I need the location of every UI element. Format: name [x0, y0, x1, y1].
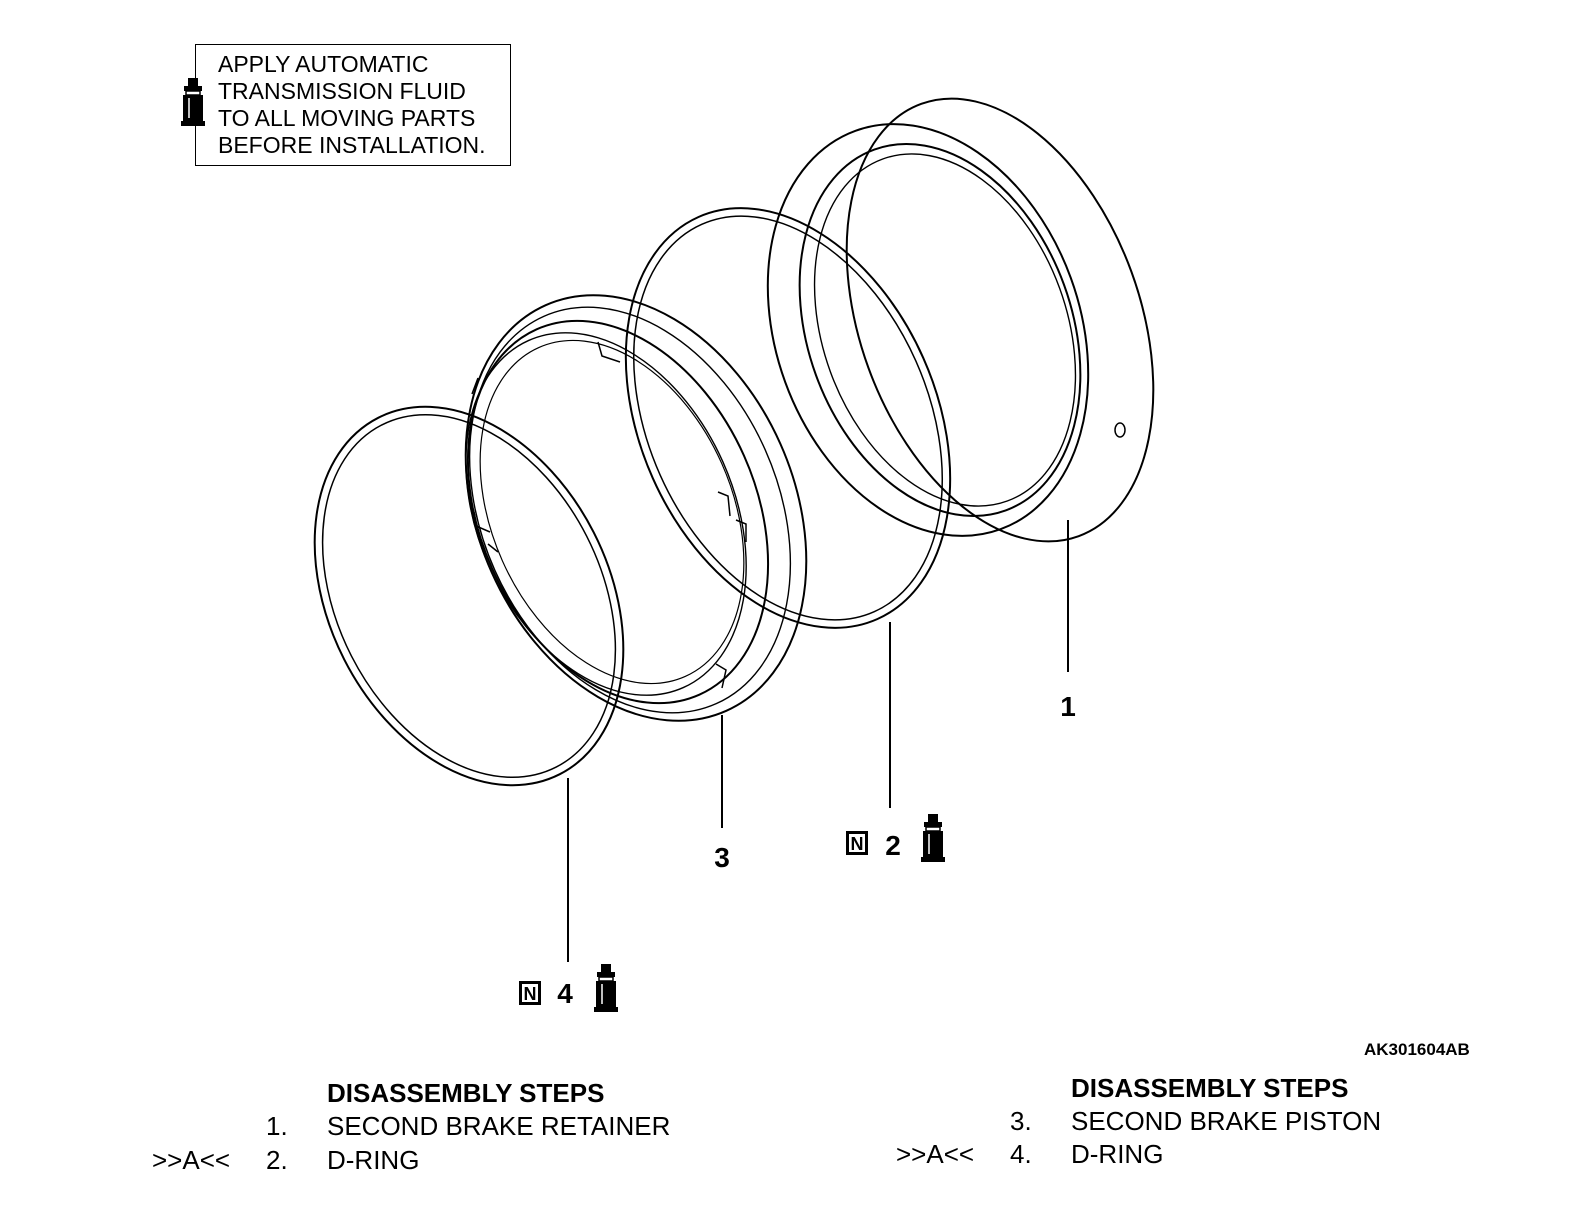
callout-3: 3 — [714, 842, 730, 873]
fluid-bottle-icon — [920, 813, 946, 863]
step-number: 1. — [266, 1111, 288, 1141]
new-part-symbol-4: N — [519, 981, 541, 1005]
callout-4: 4 — [557, 978, 573, 1009]
new-part-letter-2: N — [851, 834, 864, 854]
part-1-second-brake-retainer — [766, 97, 1155, 543]
figure-id: AK301604AB — [1364, 1040, 1470, 1059]
step-number: 4. — [1010, 1139, 1032, 1169]
part-2-d-ring — [624, 207, 952, 629]
fluid-bottle-icon — [180, 77, 206, 127]
step-number: 2. — [266, 1145, 288, 1175]
step-label: SECOND BRAKE PISTON — [1071, 1106, 1382, 1136]
fluid-note-box: APPLY AUTOMATIC TRANSMISSION FLUID TO AL… — [195, 44, 511, 166]
step-label: SECOND BRAKE RETAINER — [327, 1111, 671, 1141]
callout-2: 2 — [885, 830, 901, 861]
new-part-symbol-2: N — [846, 831, 868, 855]
fluid-bottle-icon — [593, 963, 619, 1013]
steps-title: DISASSEMBLY STEPS — [1071, 1073, 1349, 1103]
note-line-1: APPLY AUTOMATIC — [218, 51, 429, 77]
callout-1: 1 — [1060, 691, 1076, 722]
note-line-3: TO ALL MOVING PARTS — [218, 105, 476, 131]
step-label: D-RING — [327, 1145, 420, 1175]
steps-title: DISASSEMBLY STEPS — [327, 1078, 605, 1108]
part-3-second-brake-piston — [464, 294, 808, 722]
note-line-2: TRANSMISSION FLUID — [218, 78, 466, 104]
part-4-d-ring — [313, 405, 625, 787]
new-part-letter-4: N — [524, 984, 537, 1004]
step-reference: >>A<< — [896, 1139, 975, 1169]
step-reference: >>A<< — [152, 1145, 231, 1175]
note-line-4: BEFORE INSTALLATION. — [218, 132, 486, 158]
step-label: D-RING — [1071, 1139, 1164, 1169]
step-number: 3. — [1010, 1106, 1032, 1136]
